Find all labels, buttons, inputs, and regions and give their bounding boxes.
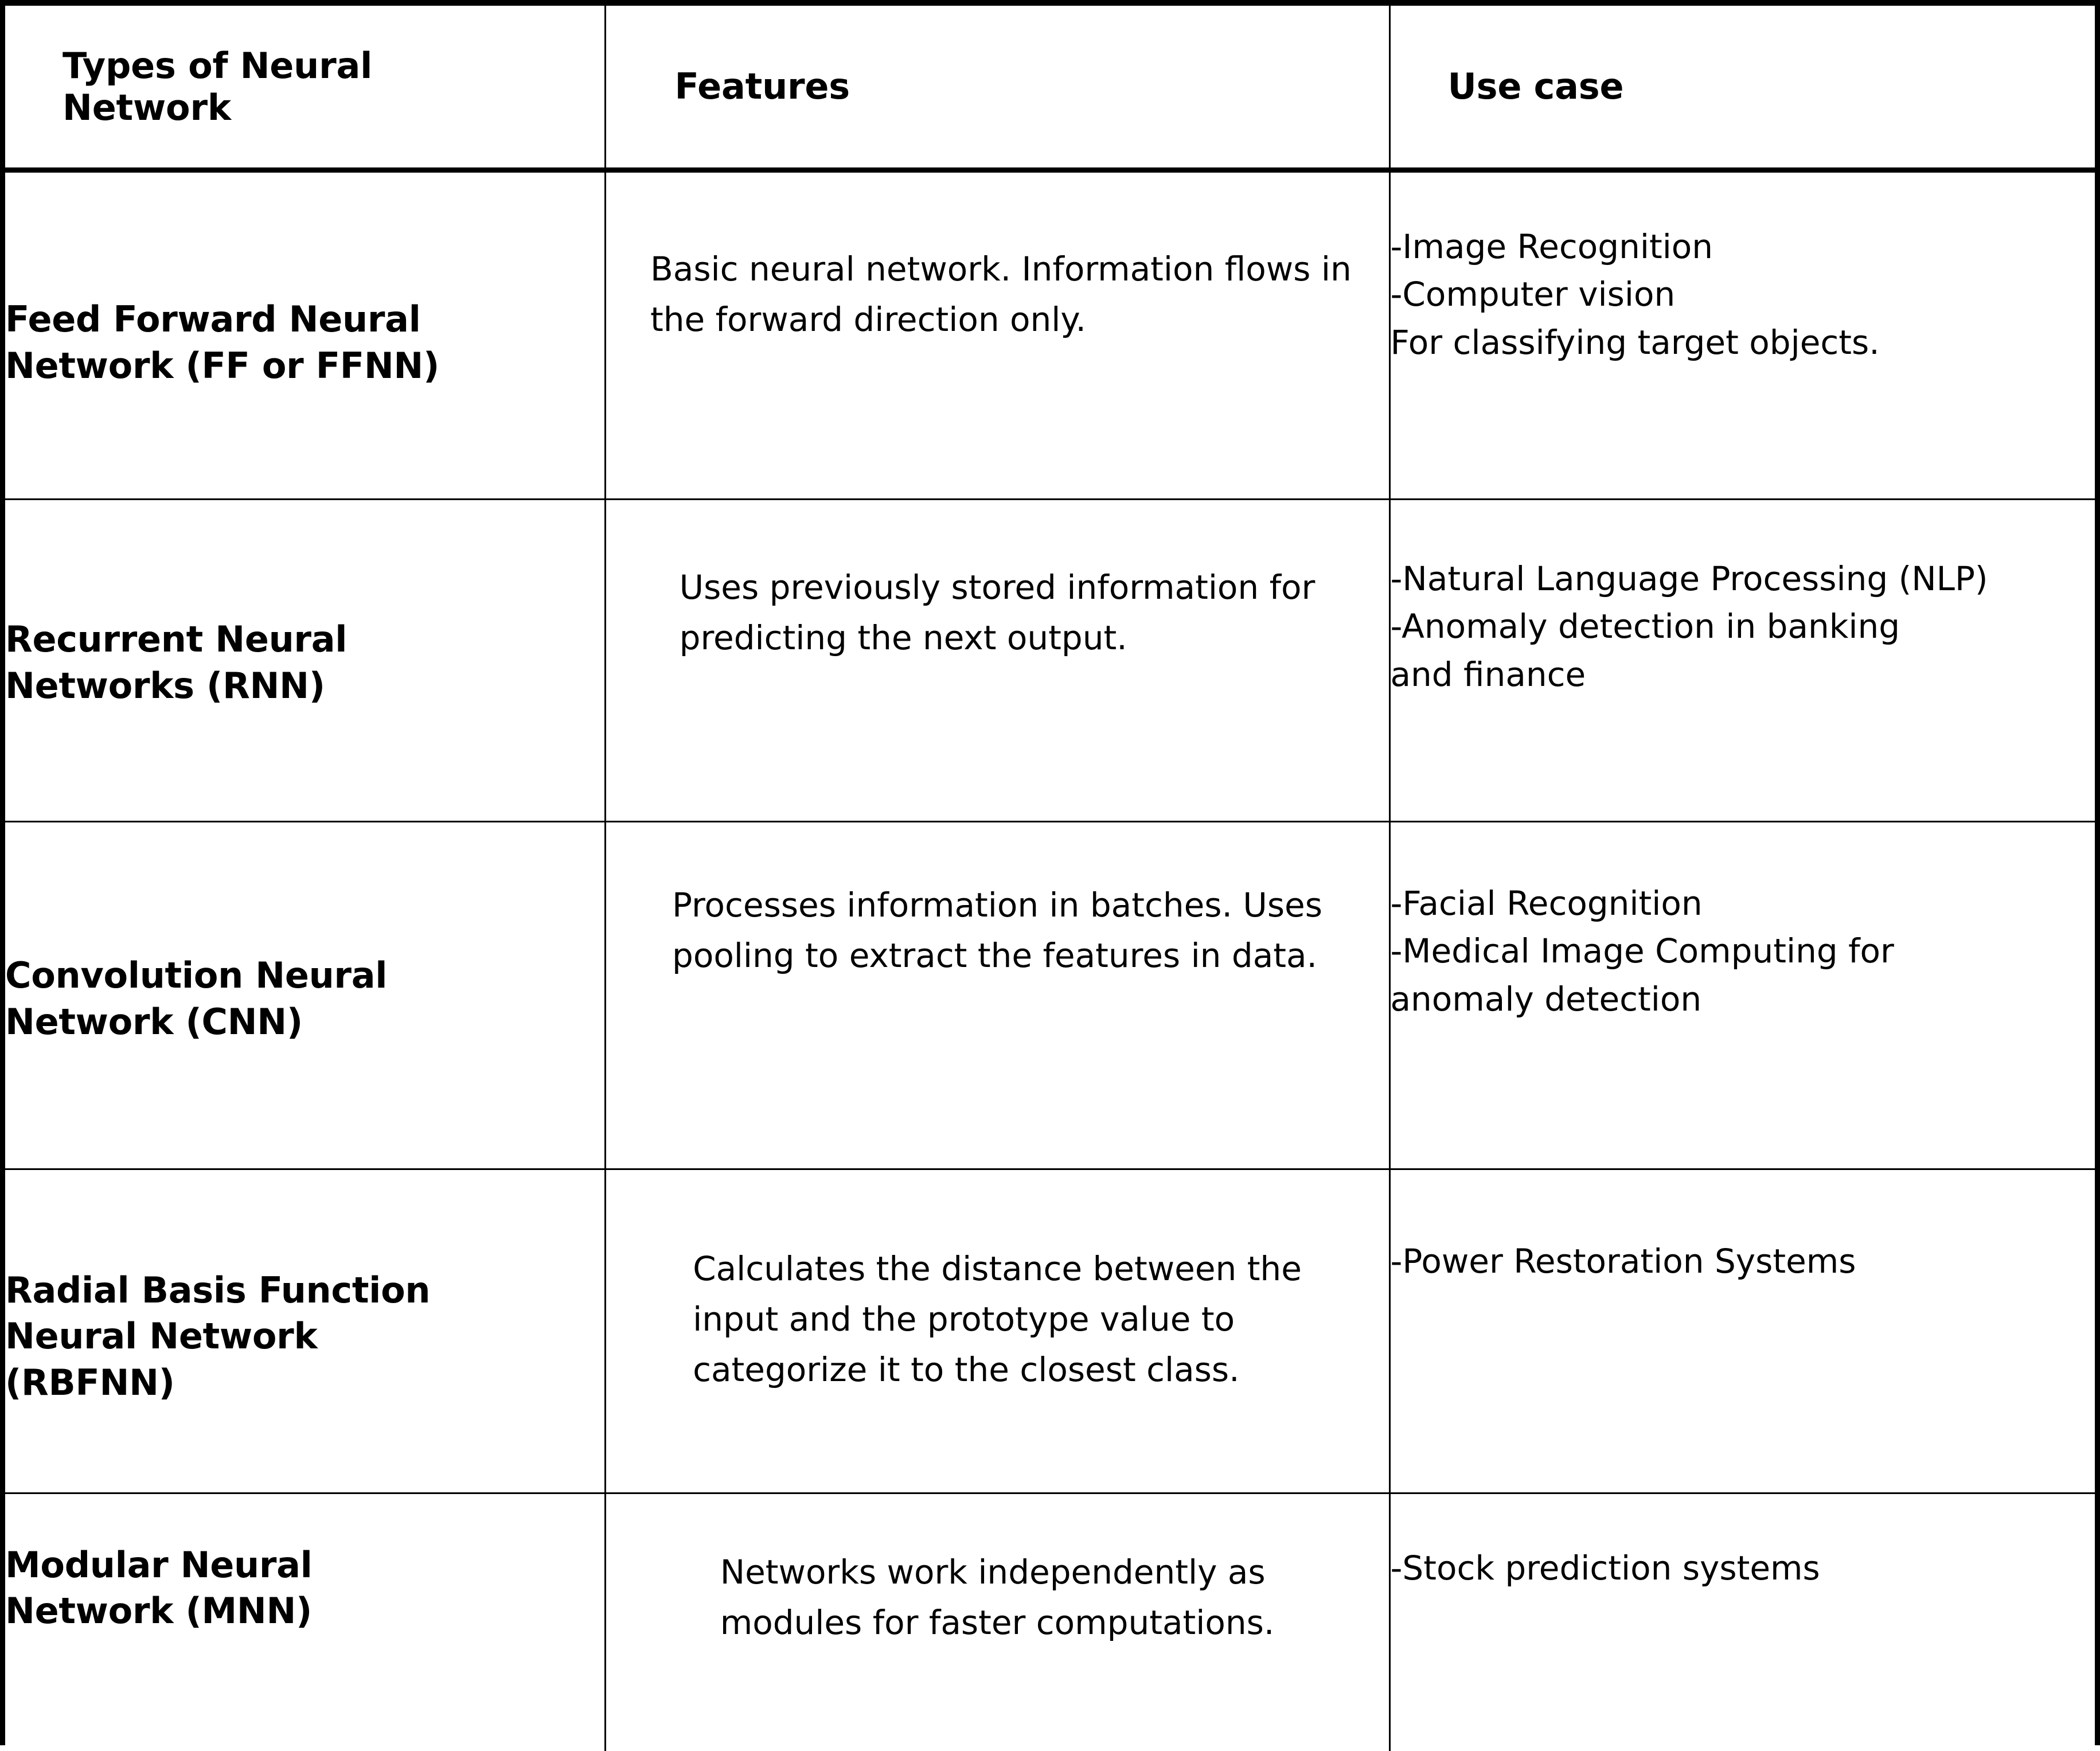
features-line-3: categorize it to the closest class.	[693, 1350, 1240, 1389]
table-row: Radial Basis Function Neural Network (RB…	[5, 1169, 2095, 1494]
cell-features-rnn: Uses previously stored information for p…	[605, 499, 1391, 822]
features-line-1: Basic neural network. Information flows …	[650, 249, 1352, 288]
type-line-1: Modular Neural	[5, 1543, 313, 1586]
column-header-features: Features	[605, 6, 1391, 173]
usecase-line-1: -Facial Recognition	[1390, 883, 1703, 923]
table-row: Convolution Neural Network (CNN) Process…	[5, 821, 2095, 1170]
usecase-line-1: -Image Recognition	[1390, 227, 1713, 266]
usecase-line-2: -Computer vision	[1390, 275, 1676, 314]
column-header-type-line-1: Types of Neural	[63, 44, 373, 87]
usecase-line-3: For classifying target objects.	[1390, 322, 1880, 362]
column-header-type: Types of Neural Network	[5, 6, 606, 173]
column-header-usecase: Use case	[1389, 6, 2095, 173]
usecase-line-3: and finance	[1390, 654, 1586, 694]
cell-usecase-rnn: -Natural Language Processing (NLP) -Anom…	[1389, 499, 2095, 822]
type-line-1: Radial Basis Function	[5, 1269, 431, 1311]
usecase-line-1: -Natural Language Processing (NLP)	[1390, 559, 1988, 598]
usecase-line-3: anomaly detection	[1390, 979, 1702, 1019]
table-row: Recurrent Neural Networks (RNN) Uses pre…	[5, 499, 2095, 822]
type-line-3: (RBFNN)	[5, 1361, 175, 1403]
usecase-line-2: -Anomaly detection in banking	[1390, 607, 1900, 646]
cell-usecase-mnn: -Stock prediction systems	[1389, 1493, 2095, 1751]
features-line-1: Processes information in batches. Uses	[672, 885, 1322, 925]
cell-features-ffnn: Basic neural network. Information flows …	[605, 170, 1391, 500]
type-line-2: Network (CNN)	[5, 1001, 303, 1043]
features-line-1: Uses previously stored information for	[679, 567, 1316, 607]
cell-usecase-cnn: -Facial Recognition -Medical Image Compu…	[1389, 821, 2095, 1170]
usecase-line-1: -Stock prediction systems	[1390, 1548, 1820, 1588]
type-line-1: Feed Forward Neural	[5, 298, 421, 340]
features-line-2: pooling to extract the features in data.	[672, 935, 1317, 975]
cell-features-cnn: Processes information in batches. Uses p…	[605, 821, 1391, 1170]
features-line-1: Networks work independently as	[720, 1552, 1266, 1592]
features-line-2: the forward direction only.	[650, 299, 1086, 339]
table: Types of Neural Network Features Use cas…	[5, 6, 2095, 1751]
column-header-usecase-label: Use case	[1447, 65, 1624, 108]
usecase-line-2: -Medical Image Computing for	[1390, 931, 1894, 971]
cell-type-ffnn: Feed Forward Neural Network (FF or FFNN)	[5, 170, 606, 500]
cell-type-rnn: Recurrent Neural Networks (RNN)	[5, 499, 606, 822]
table-row: Modular Neural Network (MNN) Networks wo…	[5, 1493, 2095, 1751]
cell-type-mnn: Modular Neural Network (MNN)	[5, 1493, 606, 1751]
cell-usecase-rbfnn: -Power Restoration Systems	[1389, 1169, 2095, 1494]
features-line-1: Calculates the distance between the	[693, 1249, 1302, 1288]
column-header-features-label: Features	[674, 65, 850, 108]
features-line-2: modules for faster computations.	[720, 1602, 1275, 1642]
type-line-2: Network (MNN)	[5, 1590, 313, 1632]
type-line-1: Convolution Neural	[5, 954, 388, 997]
type-line-1: Recurrent Neural	[5, 618, 348, 661]
type-line-2: Network (FF or FFNN)	[5, 344, 440, 387]
table-row: Feed Forward Neural Network (FF or FFNN)…	[5, 170, 2095, 500]
table-header-row: Types of Neural Network Features Use cas…	[5, 6, 2095, 173]
type-line-2: Neural Network	[5, 1315, 318, 1358]
usecase-line-1: -Power Restoration Systems	[1390, 1241, 1856, 1281]
cell-features-rbfnn: Calculates the distance between the inpu…	[605, 1169, 1391, 1494]
type-line-2: Networks (RNN)	[5, 665, 325, 707]
cell-type-rbfnn: Radial Basis Function Neural Network (RB…	[5, 1169, 606, 1494]
column-header-type-line-2: Network	[63, 86, 231, 128]
features-line-2: predicting the next output.	[679, 618, 1127, 657]
cell-usecase-ffnn: -Image Recognition -Computer vision For …	[1389, 170, 2095, 500]
cell-type-cnn: Convolution Neural Network (CNN)	[5, 821, 606, 1170]
cell-features-mnn: Networks work independently as modules f…	[605, 1493, 1391, 1751]
features-line-2: input and the prototype value to	[693, 1299, 1235, 1339]
